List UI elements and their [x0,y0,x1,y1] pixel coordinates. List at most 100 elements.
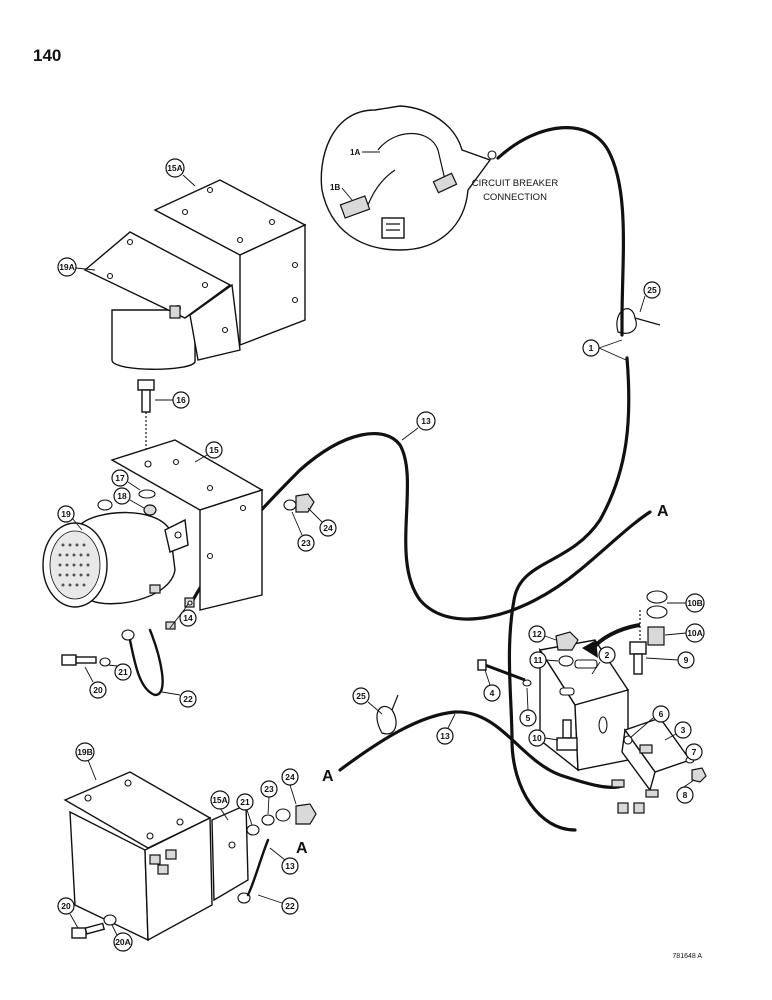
bracket-15 [110,439,264,611]
callout-25-mid: 25 [352,687,383,715]
strap-25-top [616,308,661,334]
callout-10a: 10A [664,623,705,643]
page-number: 140 [33,46,62,65]
svg-text:10: 10 [532,733,542,743]
washer-17-nut-18 [138,489,157,516]
svg-text:16: 16 [176,395,186,405]
bottom-fasteners [246,803,317,836]
svg-text:25: 25 [356,691,366,701]
cable-13-lower [338,710,624,789]
svg-text:12: 12 [532,629,542,639]
callout-7: 7 [685,743,703,761]
callout-25-top: 25 [639,281,661,313]
callout-19a: 19A [57,257,96,277]
callout-15a-top: 15A [165,158,196,187]
callout-2: 2 [591,646,616,675]
marker-a-top: A [657,503,669,520]
svg-text:20A: 20A [115,937,131,947]
alarm-19a [83,231,241,370]
svg-text:24: 24 [323,523,333,533]
callout-17: 17 [111,469,141,491]
figure-code: 781648 A [672,953,702,960]
callout-22-bottom: 22 [257,894,299,915]
washer-11 [558,655,574,667]
svg-text:19B: 19B [77,747,93,757]
svg-text:8: 8 [683,790,688,800]
callout-22-top: 22 [161,690,197,708]
svg-text:11: 11 [534,655,543,665]
svg-text:10B: 10B [687,598,703,608]
callout-19b: 19B [75,742,97,781]
callout-24-top: 24 [307,507,337,537]
strap-25-mid [376,694,399,735]
callout-11: 11 [529,651,559,669]
callout-16: 16 [155,391,190,409]
bolt-4 [477,659,526,682]
callout-4: 4 [483,669,501,702]
inset-caption-line1: CIRCUIT BREAKER [472,178,559,189]
callout-1: 1 [582,339,627,361]
callout-12: 12 [528,625,557,643]
washer-20a [103,914,117,926]
washer-23-nut-24-top [283,493,315,513]
callout-15a-bottom: 15A [210,790,230,821]
svg-text:21: 21 [240,797,250,807]
svg-text:3: 3 [681,725,686,735]
callout-5: 5 [519,687,537,727]
svg-text:22: 22 [183,694,193,704]
svg-text:9: 9 [684,655,689,665]
callout-14: 14 [169,603,197,629]
bolt-9 [629,610,647,675]
svg-text:25: 25 [647,285,657,295]
callout-8: 8 [676,779,695,804]
callout-10: 10 [528,729,559,747]
jumper-22-top [121,628,164,697]
washer-21-top [99,657,111,667]
callout-6: 6 [629,705,670,739]
svg-text:19: 19 [61,509,71,519]
svg-text:6: 6 [659,709,664,719]
svg-text:23: 23 [301,538,311,548]
callout-20-top: 20 [84,666,107,699]
alarm-19 [42,499,189,608]
svg-text:23: 23 [264,784,274,794]
callout-15: 15 [194,441,223,463]
washer-5 [522,679,532,687]
callout-13-mid: 13 [436,713,456,745]
callout-20a: 20A [111,924,133,952]
inset-label-1b: 1B [330,183,340,192]
alarm-19b [63,771,213,942]
svg-text:2: 2 [605,650,610,660]
marker-a-left: A [322,768,334,785]
svg-text:21: 21 [118,667,128,677]
callout-21-bottom: 21 [236,793,254,826]
svg-text:15A: 15A [212,795,228,805]
bracket-15a-bottom [211,803,249,902]
svg-text:14: 14 [183,613,193,623]
bolt-20-bottom [71,922,106,939]
svg-text:22: 22 [285,901,295,911]
svg-text:15: 15 [209,445,219,455]
callout-10b: 10B [667,593,705,613]
bolt-20-top [61,654,97,666]
callout-24-bottom: 24 [281,768,299,805]
callout-23-bottom: 23 [260,780,278,815]
callout-18: 18 [113,487,145,509]
cable-13-upper [191,432,652,621]
spacers-10a-10b [646,590,668,646]
cable-1 [496,126,631,832]
callout-23-top: 23 [291,511,315,552]
svg-text:19A: 19A [59,262,75,272]
inset-label-1a: 1A [350,148,360,157]
callout-20-bottom: 20 [57,897,79,929]
svg-text:15A: 15A [167,163,183,173]
svg-text:1: 1 [589,343,594,353]
bracket-15a-top [153,179,307,347]
circuit-breaker-inset: 1A 1B [320,105,497,251]
svg-text:20: 20 [93,685,103,695]
callout-21-top: 21 [107,663,132,681]
svg-text:7: 7 [692,747,697,757]
callout-13-bottom: 13 [269,847,299,875]
svg-text:17: 17 [115,473,125,483]
